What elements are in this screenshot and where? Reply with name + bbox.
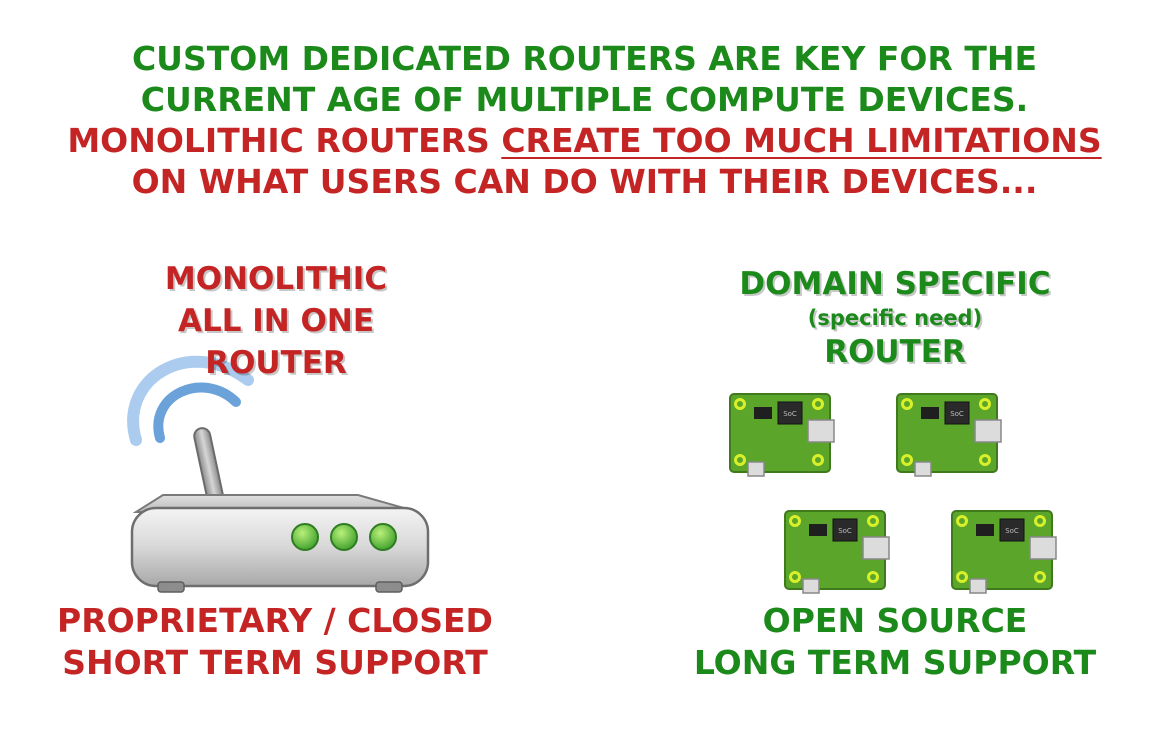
monolithic-caption-line-2: SHORT TERM SUPPORT: [62, 643, 488, 682]
headline: CUSTOM DEDICATED ROUTERS ARE KEY FOR THE…: [0, 38, 1169, 202]
headline-line-3-underlined: CREATE TOO MUCH LIMITATIONS: [501, 121, 1102, 160]
led-1: [291, 523, 319, 551]
soc-chip-label: SoC: [838, 527, 852, 535]
domain-title-line-2: (specific need): [807, 306, 983, 330]
monolithic-caption-line-1: PROPRIETARY / CLOSED: [57, 601, 493, 640]
wifi-wave-inner: [153, 382, 241, 443]
headline-line-3: MONOLITHIC ROUTERS CREATE TOO MUCH LIMIT…: [0, 120, 1169, 161]
monolithic-title-line-3: ROUTER: [205, 345, 347, 381]
monolithic-title-line-2: ALL IN ONE: [177, 303, 375, 339]
monolithic-router-caption: PROPRIETARY / CLOSED SHORT TERM SUPPORT: [30, 600, 520, 684]
headline-line-3-prefix: MONOLITHIC ROUTERS: [67, 121, 502, 160]
domain-specific-router-caption: OPEN SOURCE LONG TERM SUPPORT: [650, 600, 1140, 684]
single-board-computer-icon: SoC: [729, 393, 835, 477]
soc-chip-label: SoC: [1005, 527, 1019, 535]
single-board-computer-icon: SoC: [896, 393, 1002, 477]
single-board-computer-icon: SoC: [784, 510, 890, 594]
led-2: [330, 523, 358, 551]
domain-caption-line-2: LONG TERM SUPPORT: [693, 643, 1097, 682]
single-board-computer-icon: SoC: [951, 510, 1057, 594]
headline-line-2: CURRENT AGE OF MULTIPLE COMPUTE DEVICES.: [140, 80, 1029, 119]
domain-specific-router-title: DOMAIN SPECIFIC (specific need) ROUTER: [695, 264, 1095, 372]
headline-line-1: CUSTOM DEDICATED ROUTERS ARE KEY FOR THE: [131, 39, 1038, 78]
headline-line-4: ON WHAT USERS CAN DO WITH THEIR DEVICES.…: [131, 162, 1038, 201]
led-3: [369, 523, 397, 551]
domain-title-line-3: ROUTER: [824, 334, 966, 370]
domain-caption-line-1: OPEN SOURCE: [762, 601, 1028, 640]
wifi-router-icon: [127, 355, 430, 593]
monolithic-title-line-1: MONOLITHIC: [164, 261, 388, 297]
soc-chip-label: SoC: [950, 410, 964, 418]
domain-title-line-1: DOMAIN SPECIFIC: [739, 266, 1051, 302]
soc-chip-label: SoC: [783, 410, 797, 418]
wifi-wave-outer: [127, 355, 254, 446]
monolithic-router-title: MONOLITHIC ALL IN ONE ROUTER: [106, 258, 446, 384]
